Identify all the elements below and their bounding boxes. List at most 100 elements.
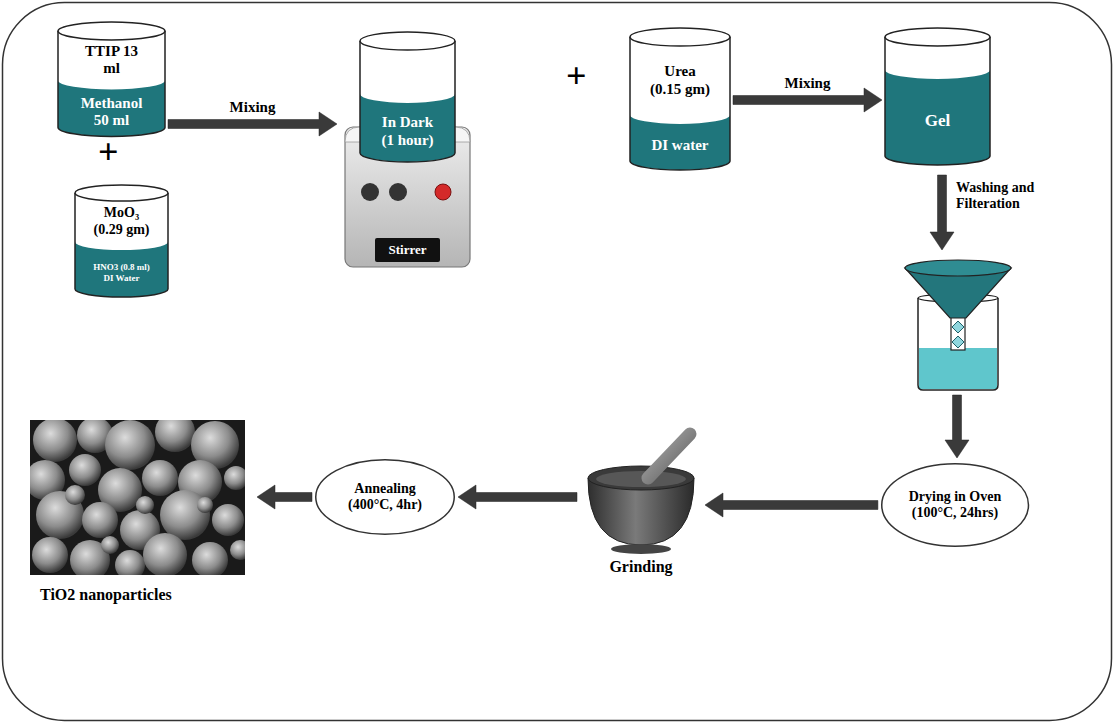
plus-sign: + [98,132,119,173]
text-slot: Urea (0.15 gm) [630,46,730,115]
step-label: Drying in Oven (100°C, 24hrs) [904,489,1006,521]
sem-image-part [33,420,77,462]
plus-sign: + [566,56,587,97]
beaker-liquid [360,94,455,162]
text-slot: MoO₃ (0.29 gm) [75,201,168,242]
caption-label: Grinding [580,558,702,576]
beaker-body [58,31,165,136]
sem-image-part [69,454,101,486]
edge-label: Mixing [228,99,278,116]
beaker-liquid [75,242,168,297]
flow-arrow-part [945,395,969,458]
step-ellipse [882,464,1029,547]
beaker-outline [58,31,165,136]
text-slot: TiO2 nanoparticles [28,586,254,604]
stirrer-knob [361,183,379,201]
product-image: TiO2 nanoparticles [28,416,254,606]
filtration-funnel-part [951,316,965,350]
beaker-rim [58,22,165,40]
mortar-pestle [588,434,694,554]
text-slot: Annealing (400°C, 4hr) [315,459,455,535]
filtration-funnel [905,260,1011,390]
solution-beaker: Urea (0.15 gm) DI water [630,28,730,170]
sem-image-part [155,420,195,452]
sem-image-part [65,485,85,505]
mortar-pestle-part [648,434,690,478]
sem-image-part [197,497,213,513]
text-slot: DI water [630,126,730,166]
beaker-rim [360,32,455,50]
sem-image-part [105,420,155,470]
filtration-funnel-part [919,348,997,389]
beaker-outline [630,37,730,170]
text-slot: Drying in Oven (100°C, 24hrs) [881,463,1029,547]
step-label: Annealing (400°C, 4hr) [339,481,431,513]
beaker-liquid [885,70,990,165]
sem-image-part [82,502,118,538]
beaker-outline [360,41,455,162]
sem-image-part [32,537,68,573]
text-slot: Methanol 50 ml [58,92,165,133]
beaker-body [885,37,990,165]
sem-image-part [136,496,154,514]
device-label: Stirrer [388,243,426,258]
caption-label: TiO2 nanoparticles [28,586,254,604]
beaker-outline [885,37,990,165]
sem-image-part [192,542,228,575]
solution-beaker: TTIP 13 ml Methanol 50 ml [58,22,165,137]
flow-arrow [930,175,969,458]
sem-image [30,420,245,575]
beaker [75,185,168,297]
beaker-label: Urea (0.15 gm) [648,63,712,98]
sem-image-part [115,550,145,575]
liquid-label: In Dark (1 hour) [378,114,438,149]
flow-arrow [705,493,878,517]
beaker [630,28,730,170]
beaker-liquid [630,115,730,170]
gel-beaker: Gel [885,28,990,165]
beaker-body [630,37,730,170]
process-ellipse: Drying in Oven (100°C, 24hrs) [881,463,1029,547]
flow-arrow [257,485,312,509]
beaker-rim [885,28,990,46]
step-ellipse [316,460,455,535]
solution-beaker: MoO₃ (0.29 gm) HNO3 (0.8 ml) DI Water [75,185,168,297]
beaker-label: MoO₃ (0.29 gm) [92,205,152,237]
flow-arrow-part [930,175,954,250]
liquid-label: HNO3 (0.8 ml) DI Water [91,262,153,283]
stirrer-knob [435,184,451,200]
beaker-rim [75,185,168,201]
sem-image-part [230,540,245,560]
stirrer-beaker [360,32,455,162]
sem-image-part [101,536,119,554]
beaker [58,22,165,136]
text-slot: In Dark (1 hour) [360,105,455,158]
step-note: Washing and Filteration [956,180,1038,212]
text-slot: Gel [885,81,990,161]
flow-arrow [458,485,577,509]
beaker-body [75,193,168,297]
stirrer-knob [389,183,407,201]
liquid-label: DI water [638,137,722,154]
liquid-label: Gel [898,111,978,131]
filtration-funnel-part [952,336,964,348]
text-slot: HNO3 (0.8 ml) DI Water [75,252,168,293]
mortar-pestle-part [611,544,671,554]
beaker-label: TTIP 13 ml [84,43,140,78]
beaker [885,28,990,165]
filtration-funnel-part [905,260,1011,276]
beaker-rim [630,28,730,46]
liquid-label: Methanol 50 ml [77,95,147,130]
text-slot: TTIP 13 ml [58,40,165,81]
grinding-step: Grinding [580,428,702,578]
text-slot: Grinding [580,558,702,576]
stirrer-shape [340,32,475,268]
beaker-liquid [58,81,165,137]
mortar-pestle-part [588,466,694,490]
stirrer-label-plate [375,238,440,262]
sem-image-part [142,460,178,496]
outer-frame [3,3,1112,721]
beaker-outline [75,193,168,297]
sem-image-part [212,504,244,536]
